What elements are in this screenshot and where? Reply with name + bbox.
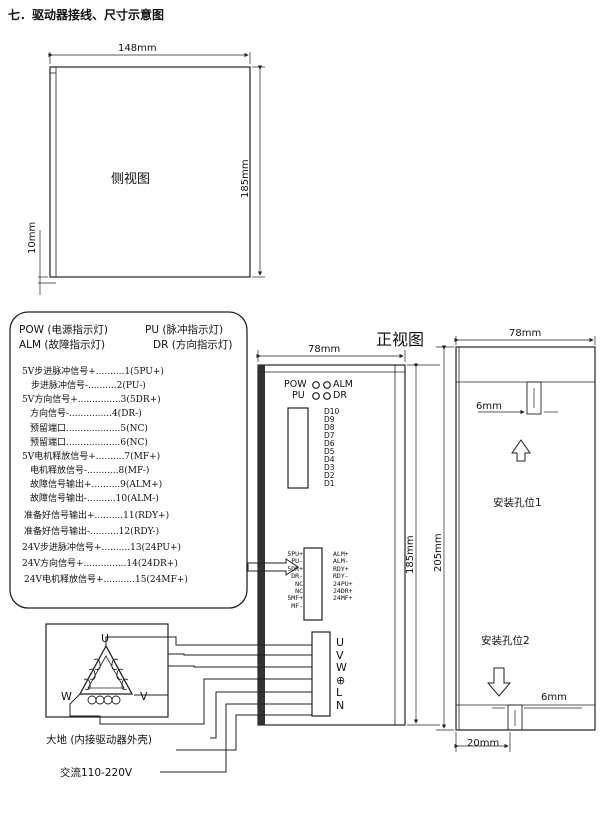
terminal-label: RDY+ (333, 564, 349, 573)
side-height-label: 185mm (240, 159, 251, 198)
motor-diagram (45, 623, 169, 718)
led-dr-label: DR (333, 390, 347, 401)
top-hole-width-label: 6mm (476, 401, 502, 412)
motor-w-label: W (61, 690, 72, 703)
back-height-label: 205mm (433, 533, 444, 572)
side-view-name: 侧视图 (111, 172, 151, 187)
side-view-body (49, 66, 251, 278)
bottom-offset-label: 20mm (467, 738, 500, 749)
top-mount-slot (526, 381, 542, 415)
signal-line: 5V电机释放信号+..........7(MF+) (22, 452, 161, 462)
back-view (436, 336, 596, 752)
legend-alm: ALM (故障指示灯) (19, 339, 106, 351)
up-arrow (511, 439, 531, 462)
back-view-body (455, 346, 596, 731)
terminal-label: D10 (324, 407, 340, 416)
terminal-label: U (336, 636, 345, 649)
terminal-label: D6 (324, 439, 335, 448)
signal-line: 预留端口...................6(NC) (30, 438, 148, 448)
terminal-label: D4 (324, 455, 335, 464)
terminal-label: NC (295, 587, 303, 596)
terminal-label: W (336, 661, 347, 675)
terminal-label: ALM- (333, 557, 349, 566)
legend-box (9, 311, 248, 609)
signal-line: 准备好信号输出-..........12(RDY-) (24, 527, 160, 537)
signal-line: 电机释放信号-...........8(MF-) (30, 466, 150, 476)
signal-line: 5V方向信号+...............3(5DR+) (22, 395, 161, 405)
power-terminal-block (311, 631, 331, 717)
terminal-label: D2 (324, 471, 335, 480)
motor-v-label: V (140, 690, 148, 703)
front-view-name: 正视图 (376, 330, 425, 349)
signal-line: 24V步进脉冲信号+..........13(24PU+) (22, 543, 182, 553)
led-pu-label: PU (292, 390, 305, 401)
power-terminal-labels: U V W ⊕ L N (336, 636, 347, 713)
front-height-label: 185mm (405, 535, 416, 574)
down-arrow (486, 667, 512, 697)
terminal-label: L (336, 686, 343, 700)
bottom-mount-slot (507, 704, 523, 731)
signal-line: 方向信号-...............4(DR-) (30, 409, 142, 419)
led-alm-label: ALM (333, 379, 353, 390)
terminal-label: N (336, 698, 345, 712)
terminal-label: 24PU+ (333, 579, 353, 588)
terminal-label: MF- (291, 601, 303, 610)
terminal-label: 24MF+ (333, 594, 353, 603)
terminal-label: D9 (324, 415, 335, 424)
side-width-label: 148mm (118, 43, 157, 54)
terminal-label: ALM+ (333, 550, 349, 558)
signal-arrow (247, 558, 299, 576)
legend-dr: DR (方向指示灯) (153, 339, 233, 351)
signal-line: 24V方向信号+...............14(24DR+) (22, 559, 178, 569)
signal-line: 故障信号输出+..........9(ALM+) (30, 480, 163, 490)
terminal-label: D3 (324, 463, 335, 472)
legend-pow: POW (电源指示灯) (19, 324, 109, 336)
signal-line: 故障信号输出-..........10(ALM-) (30, 494, 159, 504)
signal-line: 准备好信号输出+..........11(RDY+) (24, 511, 170, 521)
terminal-label: RDY- (333, 572, 349, 581)
signal-line: 预留端口...................5(NC) (30, 424, 148, 434)
left-terminal-labels: 5PU+ PU- 5DR+ DR- NC NC 5MF+ MF- (281, 550, 303, 610)
terminal-label: NC (295, 579, 303, 588)
side-small-label: 10mm (27, 221, 38, 254)
wiring (69, 636, 312, 773)
signal-line: 5V步进脉冲信号+..........1(5PU+) (22, 367, 164, 377)
back-width-label: 78mm (509, 328, 542, 339)
bottom-hole-width-label: 6mm (541, 692, 567, 703)
motor-u-label: U (101, 632, 110, 645)
mount-hole-2-label: 安装孔位2 (481, 635, 530, 647)
signal-line: 步进脉冲信号-..........2(PU-) (31, 381, 146, 391)
terminal-label: V (336, 648, 344, 662)
terminal-label: 5DR+ (287, 564, 303, 573)
ground-note: 大地 (内接驱动器外壳) (46, 734, 153, 746)
terminal-label: PU- (291, 557, 303, 566)
front-width-label: 78mm (308, 344, 341, 355)
terminal-label: DR- (291, 572, 303, 581)
mount-hole-1-label: 安装孔位1 (493, 497, 542, 509)
top-terminal-block (287, 407, 309, 489)
right-terminal-labels: ALM+ ALM- RDY+ RDY- 24PU+ 24DR+ 24MF+ (333, 550, 353, 603)
legend-pu: PU (脉冲指示灯) (145, 324, 224, 336)
top-terminal-labels: D10 D9 D8 D7 D6 D5 D4 D3 D2 D1 (324, 408, 339, 488)
ground-icon: ⊕ (336, 673, 346, 687)
terminal-label: D8 (324, 423, 335, 432)
ac-note: 交流110-220V (60, 767, 133, 779)
terminal-label: D5 (324, 447, 335, 456)
led-pow-label: POW (284, 379, 307, 390)
terminal-label: 24DR+ (333, 587, 353, 596)
page-title: 七．驱动器接线、尺寸示意图 (8, 8, 165, 22)
terminal-label: D1 (324, 479, 335, 488)
signal-terminal-block (303, 547, 323, 621)
side-view (38, 52, 265, 295)
front-view (256, 350, 440, 726)
terminal-label: 5MF+ (287, 594, 303, 603)
signal-line: 24V电机释放信号+...........15(24MF+) (24, 575, 188, 585)
terminal-label: 5PU+ (287, 550, 303, 558)
terminal-label: D7 (324, 431, 335, 440)
